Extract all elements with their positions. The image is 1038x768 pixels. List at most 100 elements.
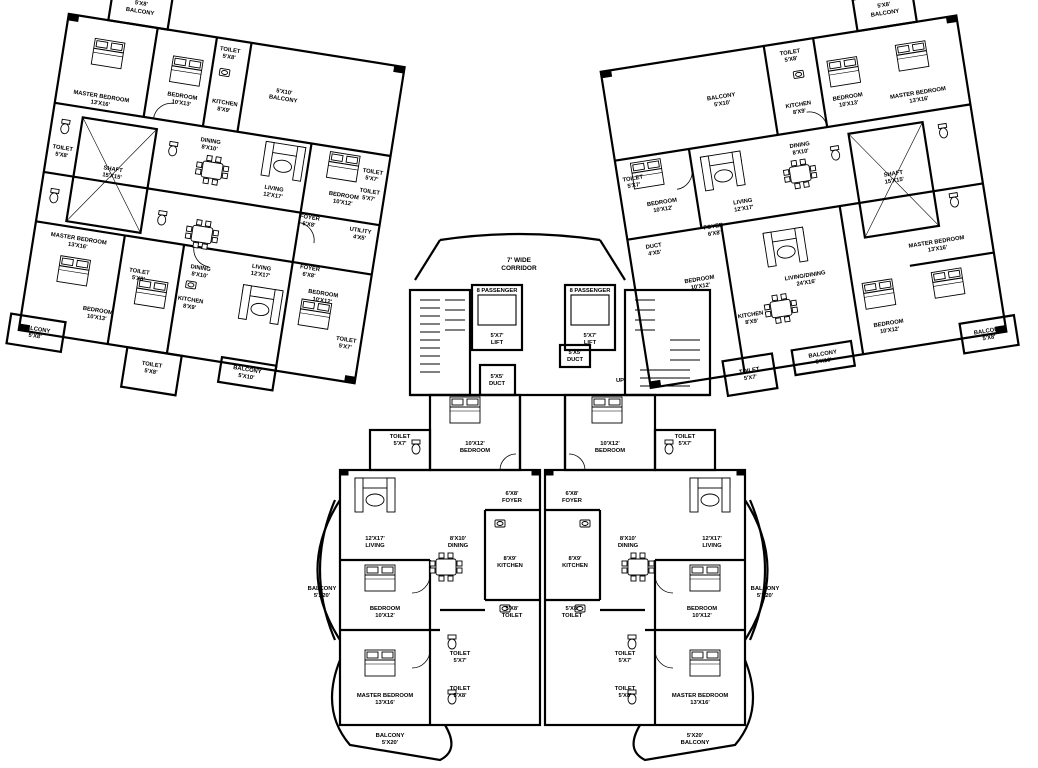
ne-foyer-dim: 6'X8' <box>708 230 722 238</box>
nw-bedroom-d-label: BEDROOM <box>82 306 113 317</box>
nw-balcony-b-dim: 5'X10' <box>276 88 294 97</box>
ne-foyer-label: FOYER <box>703 222 724 231</box>
ne-toilet-a-dim: 5'X8' <box>784 56 798 64</box>
nw-toilet-d-dim: 5'X8' <box>55 152 69 160</box>
nw-toilet-e-label: TOILET <box>336 336 358 345</box>
sl-foyer-label: FOYER <box>502 498 523 504</box>
sl-living-dim: 12'X17' <box>365 536 385 542</box>
nw-dining-b-label: DINING <box>190 264 211 273</box>
central-core: 7' WIDE CORRIDOR 8 PASSENGER 5'X7' LIFT … <box>408 232 712 471</box>
nw-foyer-b-dim: 6'X8' <box>302 272 316 280</box>
sl-toilet-c-label: TOILET <box>450 651 471 657</box>
ne-duct-dim: 4'X5' <box>648 250 662 258</box>
nw-master-bedroom-a-dim: 13'X16' <box>90 99 111 108</box>
sr-bedroom-a-dim: 10'X12' <box>600 441 620 447</box>
nw-bedroom-b-dim: 10'X12' <box>332 199 353 208</box>
nw-bedroom-c-label: BEDROOM <box>308 289 339 300</box>
sr-toilet-b-dim: 5'X8' <box>565 606 579 612</box>
nw-bedroom-a-dim: 10'X13' <box>171 99 192 108</box>
sr-balcony-side-dim: 5'X20' <box>757 593 774 599</box>
nw-kitchen-b-label: KITCHEN <box>177 296 203 306</box>
nw-bedroom-d-dim: 10'X13' <box>86 314 107 323</box>
left-stair <box>420 299 465 373</box>
ne-bedroom-c-label: BEDROOM <box>873 319 904 330</box>
sl-foyer-dim: 6'X8' <box>505 491 519 497</box>
ne-dining-dim: 8'X10' <box>792 148 810 157</box>
nw-dining-b-dim: 8'X10' <box>191 271 209 280</box>
sr-dining-dim: 8'X10' <box>620 536 637 542</box>
nw-balcony-c-dim: 5'X8' <box>28 333 42 341</box>
ne-toilet-c-label: TOILET <box>739 367 761 376</box>
ne-bedroom-a-dim: 10'X13' <box>839 100 860 109</box>
sr-dining-label: DINING <box>618 543 639 549</box>
sl-bedroom-b-dim: 10'X12' <box>375 613 395 619</box>
sl-dining-label: DINING <box>448 543 469 549</box>
nw-toilet-g-label: TOILET <box>141 361 163 370</box>
ne-toilet-b-dim: 5'X7' <box>627 182 641 190</box>
nw-foyer-b-label: FOYER <box>300 264 321 273</box>
ne-balcony-b-label: BALCONY <box>707 92 736 102</box>
nw-dining-a-dim: 8'X10' <box>201 144 219 153</box>
ne-kitchen-b-label: KITCHEN <box>737 310 763 320</box>
sr-foyer-dim: 6'X8' <box>565 491 579 497</box>
nw-top-balcony-dim: 5'X8' <box>134 0 148 8</box>
sr-toilet-a-dim: 5'X7' <box>678 441 692 447</box>
ne-duct-label: DUCT <box>645 242 662 251</box>
nw-toilet-c-label: TOILET <box>359 188 381 197</box>
sr-master-bedroom-label: MASTER BEDROOM <box>672 693 729 699</box>
south-left-unit: TOILET 5'X7' 10'X12' BEDROOM 6'X8' FOYER… <box>308 393 542 762</box>
ne-top-balcony-dim: 5'X8' <box>877 2 891 10</box>
sr-living-dim: 12'X17' <box>702 536 722 542</box>
ne-living-dim: 12'X17' <box>734 205 755 214</box>
ne-bedroom-d-dim: 10'X12' <box>690 282 711 291</box>
duct-right-label: DUCT <box>567 357 584 363</box>
ne-top-balcony-label: BALCONY <box>871 8 900 18</box>
lift-right-capacity: 8 PASSENGER <box>570 288 612 294</box>
lift-right-label: LIFT <box>584 340 597 346</box>
sl-bedroom-a-label: BEDROOM <box>460 448 490 454</box>
nw-living-a-dim: 12'X17' <box>263 192 284 201</box>
sl-kitchen-dim: 8'X9' <box>503 556 517 562</box>
stair-up-label: UP <box>616 378 624 384</box>
lift-left-label: LIFT <box>491 340 504 346</box>
nw-master-bedroom-b-dim: 13'X16' <box>67 242 88 251</box>
duct-left-label: DUCT <box>489 381 506 387</box>
sr-bedroom-b-label: BEDROOM <box>687 606 717 612</box>
ne-toilet-c-dim: 5'X7' <box>744 374 758 382</box>
sr-toilet-a-label: TOILET <box>675 434 696 440</box>
ne-balcony-c-label: BALCONY <box>808 349 837 359</box>
nw-toilet-g-dim: 5'X8' <box>144 368 158 376</box>
duct-left-dim: 5'X5' <box>490 374 504 380</box>
corridor-sub-label: CORRIDOR <box>501 265 537 272</box>
sl-balcony-side-dim: 5'X20' <box>314 593 331 599</box>
ne-toilet-a-label: TOILET <box>780 48 802 57</box>
nw-shaft-label: SHAFT <box>103 165 123 174</box>
sl-toilet-c-dim: 5'X7' <box>453 658 467 664</box>
sr-balcony-bottom-label: BALCONY <box>681 740 710 746</box>
nw-toilet-d-label: TOILET <box>52 144 74 153</box>
duct-right-dim: 5'X5' <box>568 350 582 356</box>
sl-toilet-a-label: TOILET <box>390 434 411 440</box>
nw-toilet-b-dim: 5'X7' <box>365 175 379 183</box>
ne-kitchen-label: KITCHEN <box>785 100 811 110</box>
nw-top-balcony-label: BALCONY <box>125 7 154 17</box>
sr-bedroom-a-label: BEDROOM <box>595 448 625 454</box>
sl-toilet-b-label: TOILET <box>502 613 523 619</box>
nw-bedroom-b-label: BEDROOM <box>328 191 359 202</box>
sl-bedroom-b-label: BEDROOM <box>370 606 400 612</box>
nw-shaft-dim: 15'X15' <box>102 172 123 181</box>
sr-bedroom-b-dim: 10'X12' <box>692 613 712 619</box>
corridor-label: 7' WIDE <box>507 257 532 264</box>
sl-living-label: LIVING <box>365 543 385 549</box>
ne-unit: 5'X8' BALCONY TOILET 5'X8' BEDROOM 10'X1… <box>599 0 1020 398</box>
ne-balcony-c-dim: 5'X10' <box>815 357 833 366</box>
ne-bedroom-d-label: BEDROOM <box>684 275 715 286</box>
ne-living-label: LIVING <box>733 198 754 207</box>
nw-unit: 5'X8' BALCONY TOILET 5'X8' BEDROOM 10'X1… <box>5 0 406 397</box>
sl-balcony-side-label: BALCONY <box>308 586 337 592</box>
nw-kitchen-dim: 8'X9' <box>217 106 231 114</box>
nw-foyer-a-label: FOYER <box>299 214 320 223</box>
sl-toilet-d-label: TOILET <box>450 686 471 692</box>
sl-dining-dim: 8'X10' <box>450 536 467 542</box>
